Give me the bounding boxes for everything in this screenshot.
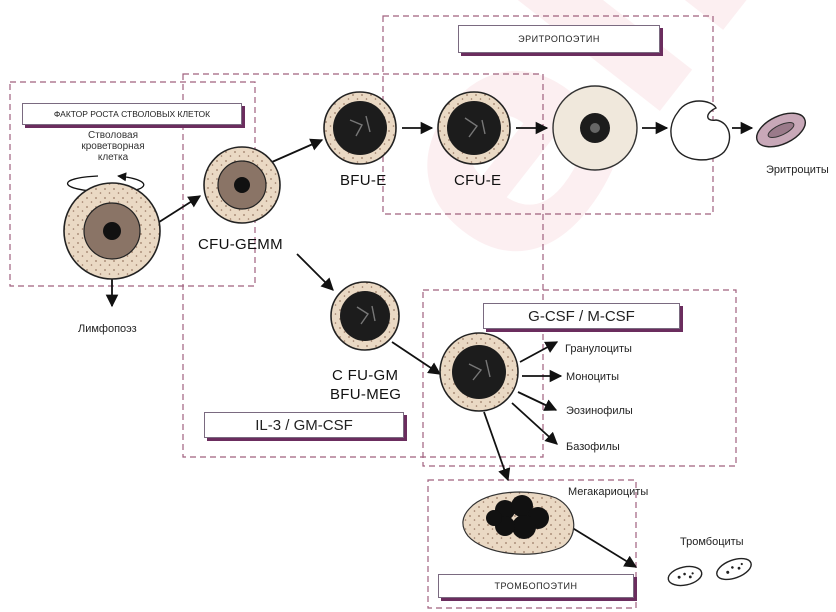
bfu-e-label: BFU-E [340, 172, 387, 189]
arrow-cfugm-to-cell [392, 342, 440, 374]
erythropoietin-label: ЭРИТРОПОЭТИН [518, 34, 600, 44]
arrow-to-eosinophils [518, 392, 556, 410]
thrombopoietin-label: ТРОМБОПОЭТИН [494, 581, 577, 591]
arrow-gemm-to-cfugm [297, 254, 333, 290]
erythrocytes-label: Эритроциты [766, 164, 829, 176]
arrow-gemm-to-bfue [272, 140, 322, 162]
cfu-gemm-cell [204, 147, 280, 223]
thrombocyte-cell-2 [714, 554, 754, 583]
gcsf-mcsf-box: G-CSF / M-CSF [483, 303, 680, 329]
megakaryocyte-cell [463, 492, 574, 554]
stem-cell [64, 183, 160, 279]
arrow-stem-to-gemm [156, 196, 200, 224]
cfu-gm-cell [331, 282, 399, 350]
erythropoietin-box: ЭРИТРОПОЭТИН [458, 25, 660, 53]
stem-cell-label-line-3: клетка [72, 152, 154, 163]
megakaryocytes-label: Мегакариоциты [568, 486, 648, 498]
cfu-e-label: CFU-E [454, 172, 501, 189]
bfu-meg-label: BFU-MEG [330, 386, 401, 403]
erythrocyte-cell [752, 106, 811, 153]
lymphopoiesis-label: Лимфопоэз [78, 323, 137, 335]
thrombopoietin-box: ТРОМБОПОЭТИН [438, 574, 634, 598]
gcsf-mcsf-label: G-CSF / M-CSF [528, 308, 635, 325]
thrombocytes-label: Тромбоциты [680, 536, 744, 548]
cfu-e-cell [438, 92, 510, 164]
reticulocyte-cell [671, 101, 730, 160]
cfu-gm-label: C FU-GM [332, 367, 398, 384]
il3-gmcsf-box: IL-3 / GM-CSF [204, 412, 404, 438]
cfu-gemm-label: CFU-GEMM [198, 236, 283, 253]
stem-cell-factor-label: ФАКТОР РОСТА СТВОЛОВЫХ КЛЕТОК [54, 109, 210, 119]
il3-gmcsf-label: IL-3 / GM-CSF [255, 417, 353, 434]
granulocytes-label: Гранулоциты [565, 343, 632, 355]
stem-cell-label: Стволовая кроветворная клетка [72, 130, 154, 163]
monocytes-label: Моноциты [566, 371, 619, 383]
arrow-to-granulocytes [520, 342, 557, 362]
arrow-to-megakaryocytes [484, 412, 508, 480]
basophils-label: Базофилы [566, 441, 620, 453]
normoblast-cell [553, 86, 637, 170]
stem-cell-factor-box: ФАКТОР РОСТА СТВОЛОВЫХ КЛЕТОК [22, 103, 242, 125]
stem-cell-label-line-1: Стволовая [72, 130, 154, 141]
arrow-mega-to-thrombocytes [566, 524, 636, 567]
thrombocyte-cell-1 [667, 564, 704, 589]
stem-cell-label-line-2: кроветворная [72, 141, 154, 152]
eosinophils-label: Эозинофилы [566, 405, 633, 417]
myeloid-progenitor-cell [440, 333, 518, 411]
bfu-e-cell [324, 92, 396, 164]
arrow-to-basophils [512, 403, 557, 444]
